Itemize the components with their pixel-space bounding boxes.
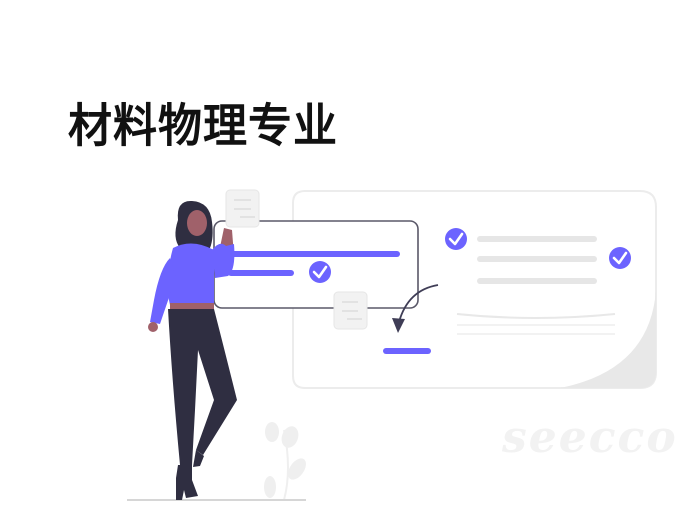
page-title: 材料物理专业 [68,99,338,154]
note-icon [333,291,368,330]
result-bar [383,348,431,354]
curved-arrow-icon [392,284,439,333]
check-circle-icon [445,228,467,250]
woman-figure [148,200,237,500]
check-circle-icon [609,247,631,269]
plant-icon [264,422,306,501]
watermark: seecco [502,412,678,463]
note-icon [225,189,260,228]
check-circle-icon [309,261,331,283]
